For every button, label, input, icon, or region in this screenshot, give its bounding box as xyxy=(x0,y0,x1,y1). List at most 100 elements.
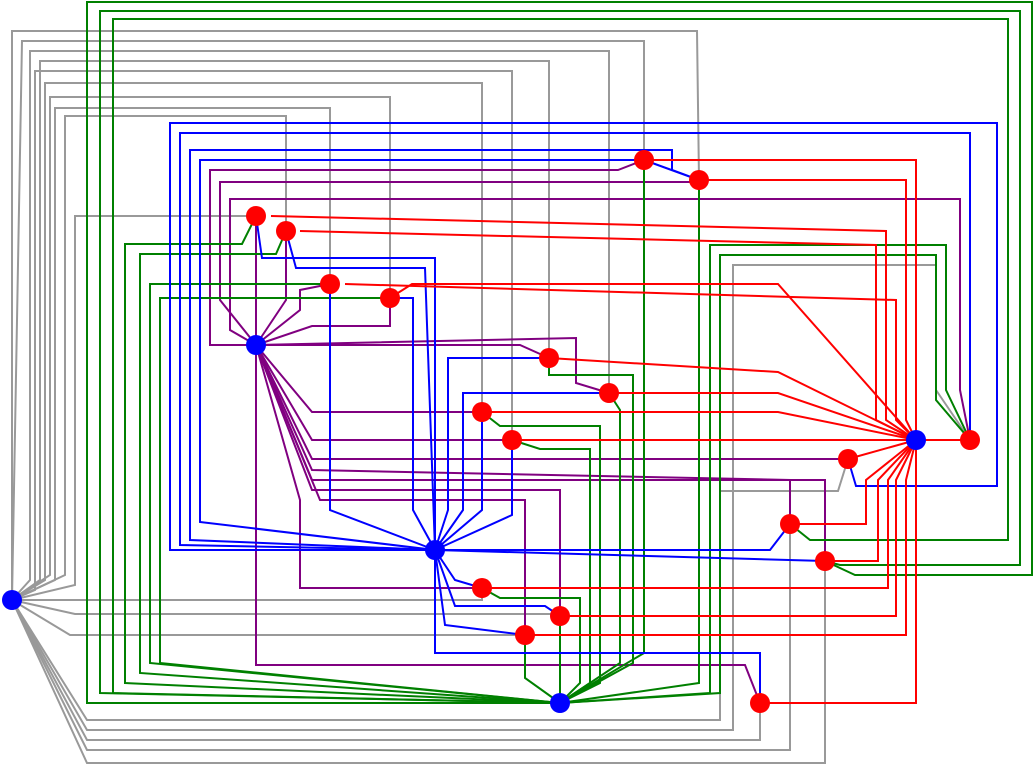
node-red-r2 xyxy=(276,221,296,241)
edge-blue-b2-r15 xyxy=(434,549,561,617)
node-red-r9 xyxy=(472,402,492,422)
node-blue-b4 xyxy=(906,430,926,450)
edge-blue-b2-r9 xyxy=(434,412,483,551)
node-red-r11 xyxy=(838,449,858,469)
edge-red-b4-r13 xyxy=(825,439,917,562)
edge-blue-b2-r4 xyxy=(390,297,436,551)
node-red-r8 xyxy=(599,383,619,403)
edge-green-b3-r16 xyxy=(524,635,561,704)
edge-purple-b1-r3 xyxy=(255,283,331,346)
edge-gray-g1-r12 xyxy=(11,524,791,751)
edge-purple-b1-r17 xyxy=(255,345,761,704)
node-red-r18 xyxy=(960,430,980,450)
edge-gray-g1-r11 xyxy=(11,458,849,721)
edge-green-b3-r2 xyxy=(139,230,561,704)
edge-blue-b2-r2 xyxy=(285,230,436,551)
edge-green-b3-r12 xyxy=(86,1,1033,704)
edge-blue-b2-r17 xyxy=(434,550,761,703)
edge-red-b4-r8 xyxy=(609,392,917,441)
edge-layer xyxy=(11,1,1033,764)
edge-gray-g1-r8 xyxy=(11,50,610,601)
edge-red-b4-r7 xyxy=(548,357,917,441)
edge-gray-g1-r6 xyxy=(11,40,645,601)
edge-green-b3-r18 xyxy=(559,254,971,704)
edge-red-b4-r4 xyxy=(389,283,917,441)
node-red-r7 xyxy=(539,348,559,368)
node-red-r16 xyxy=(515,625,535,645)
edge-gray-g1-r4 xyxy=(11,96,391,601)
edge-gray-g1-r13 xyxy=(11,561,826,764)
edge-blue-b2-r13 xyxy=(434,549,826,562)
edge-purple-b1-r5 xyxy=(209,159,645,346)
edge-green-b3-r1 xyxy=(124,215,561,704)
edge-red-b4-r15 xyxy=(560,439,917,617)
edge-gray-g1-r14 xyxy=(12,588,483,601)
edge-green-b3-r9 xyxy=(481,411,601,704)
edge-purple-b1-r8 xyxy=(255,336,610,394)
node-layer xyxy=(2,150,980,713)
edge-blue-b2-r11 xyxy=(199,159,644,551)
node-red-r1 xyxy=(246,206,266,226)
node-red-r6 xyxy=(689,170,709,190)
edge-green-b3-r7 xyxy=(548,358,634,704)
edge-purple-b1-r18 xyxy=(229,198,971,441)
node-red-r10 xyxy=(502,430,522,450)
edge-purple-b1-r9 xyxy=(255,344,482,413)
edge-blue-b2-r10 xyxy=(434,440,513,551)
edge-blue-b2-r7 xyxy=(434,357,549,551)
edge-purple-b1-r12 xyxy=(255,344,791,524)
edge-gray-g1-r7 xyxy=(11,60,550,601)
edge-purple-b1-r10 xyxy=(255,344,512,441)
edge-blue-b2-r6 xyxy=(179,132,971,551)
edge-blue-b2-r12 xyxy=(435,523,791,551)
edge-purple-b1-r11 xyxy=(255,344,848,460)
edge-blue-b2-r3 xyxy=(329,284,436,551)
edge-gray-g1-r3 xyxy=(11,107,331,601)
edge-gray-g1-r10 xyxy=(11,70,513,601)
edge-red-b4-r17 xyxy=(760,440,917,704)
edge-green-b3-r3 xyxy=(149,283,561,704)
edge-red-b4-r6 xyxy=(699,179,917,441)
edge-green-b3-r10 xyxy=(511,439,591,704)
edge-purple-b1-r6 xyxy=(219,181,699,346)
edge-red-b4-r16 xyxy=(525,439,917,636)
edge-red-b4-r5 xyxy=(644,159,917,440)
edge-purple-b1-r16 xyxy=(255,344,526,635)
edge-red-b4-r11 xyxy=(847,439,917,460)
edge-green-b3-r14 xyxy=(481,587,581,704)
edge-blue-b2-r1 xyxy=(255,215,436,550)
edge-purple-b1-r4 xyxy=(255,298,391,346)
node-blue-g1 xyxy=(2,590,22,610)
edge-gray-g1-r5 xyxy=(11,30,700,600)
edge-red-b4-r14 xyxy=(482,439,917,589)
edge-purple-b1-r7 xyxy=(256,344,550,359)
node-blue-b2 xyxy=(425,540,445,560)
edge-gray-g1-r15 xyxy=(11,599,561,616)
edge-purple-b1-r13 xyxy=(255,344,826,561)
edge-blue-b2-r16 xyxy=(434,549,526,636)
edge-blue-b2-r18 xyxy=(169,122,998,551)
edge-red-b4-r9 xyxy=(482,411,917,441)
node-red-r3 xyxy=(320,274,340,294)
edge-blue-b2-r8 xyxy=(434,392,609,551)
edge-green-b3-r4 xyxy=(159,297,561,704)
node-blue-b3 xyxy=(550,693,570,713)
node-red-r12 xyxy=(780,514,800,534)
edge-green-b3-r5 xyxy=(559,160,645,704)
node-red-r15 xyxy=(550,606,570,626)
edge-gray-g1-r18 xyxy=(11,264,971,731)
edge-red-b4-r1 xyxy=(270,215,917,441)
edge-green-b3-r13 xyxy=(99,10,1021,704)
node-blue-b1 xyxy=(246,335,266,355)
edge-red-b4-r12 xyxy=(790,439,917,525)
edge-gray-g1-r16 xyxy=(11,599,525,636)
edge-gray-g1-r1 xyxy=(11,215,256,601)
node-red-r4 xyxy=(380,288,400,308)
edge-green-b3-r6 xyxy=(559,180,700,704)
edge-purple-b1-r2 xyxy=(255,231,287,346)
edge-green-b3-r17 xyxy=(112,18,1009,704)
edge-gray-g1-r17 xyxy=(11,599,761,741)
node-red-r13 xyxy=(815,551,835,571)
node-red-r14 xyxy=(472,578,492,598)
